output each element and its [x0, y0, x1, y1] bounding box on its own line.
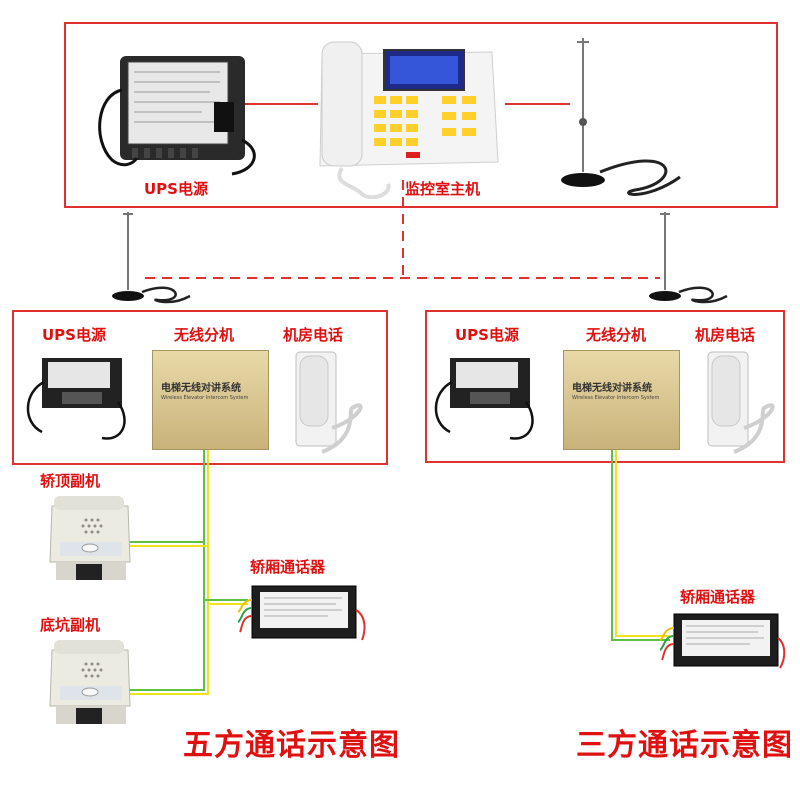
- three-party-caption: 三方通话示意图: [576, 728, 793, 763]
- right-ups-label: UPS电源: [455, 326, 519, 344]
- left-machine-room-frame: [12, 310, 388, 465]
- left-ups-label: UPS电源: [42, 326, 106, 344]
- right-car-intercom-label: 轿厢通话器: [680, 588, 756, 606]
- pit-sub-unit: [49, 640, 131, 724]
- antenna-right: [649, 212, 728, 304]
- car-intercom-right: [660, 613, 786, 669]
- left-splitter-label: 无线分机: [174, 326, 235, 344]
- machine-room-phone-right: [707, 351, 775, 454]
- machine-room-phone-left: [295, 351, 363, 454]
- pit-unit-label: 底坑副机: [40, 616, 101, 634]
- right-splitter-subtitle: Wireless Elevator Intercom System: [572, 395, 660, 401]
- right-wireless-splitter: 电梯无线对讲系统 Wireless Elevator Intercom Syst…: [563, 350, 680, 450]
- left-phone-label: 机房电话: [283, 326, 344, 344]
- antenna-top: [561, 38, 681, 196]
- left-splitter-subtitle: Wireless Elevator Intercom System: [161, 395, 249, 401]
- right-machine-room-frame: [425, 310, 785, 463]
- left-car-intercom-label: 轿厢通话器: [250, 558, 326, 576]
- car-top-unit-label: 轿顶副机: [40, 472, 101, 490]
- antenna-left: [112, 212, 191, 304]
- five-party-caption: 五方通话示意图: [183, 728, 400, 763]
- car-intercom-left: [238, 585, 366, 641]
- left-wireless-splitter: 电梯无线对讲系统 Wireless Elevator Intercom Syst…: [152, 350, 269, 450]
- top-host-label: 监控室主机: [405, 180, 481, 198]
- monitor-room-frame: [64, 22, 778, 208]
- top-ups-label: UPS电源: [144, 180, 208, 198]
- right-splitter-label: 无线分机: [586, 326, 647, 344]
- ups-power-supply-left: [26, 358, 126, 440]
- left-splitter-title: 电梯无线对讲系统: [161, 383, 241, 394]
- car-top-sub-unit: [49, 496, 131, 580]
- monitor-room-host: [319, 41, 499, 199]
- ups-power-supply-top: [98, 56, 256, 176]
- right-phone-label: 机房电话: [695, 326, 756, 344]
- right-splitter-title: 电梯无线对讲系统: [572, 383, 652, 394]
- ups-power-supply-right: [434, 358, 534, 440]
